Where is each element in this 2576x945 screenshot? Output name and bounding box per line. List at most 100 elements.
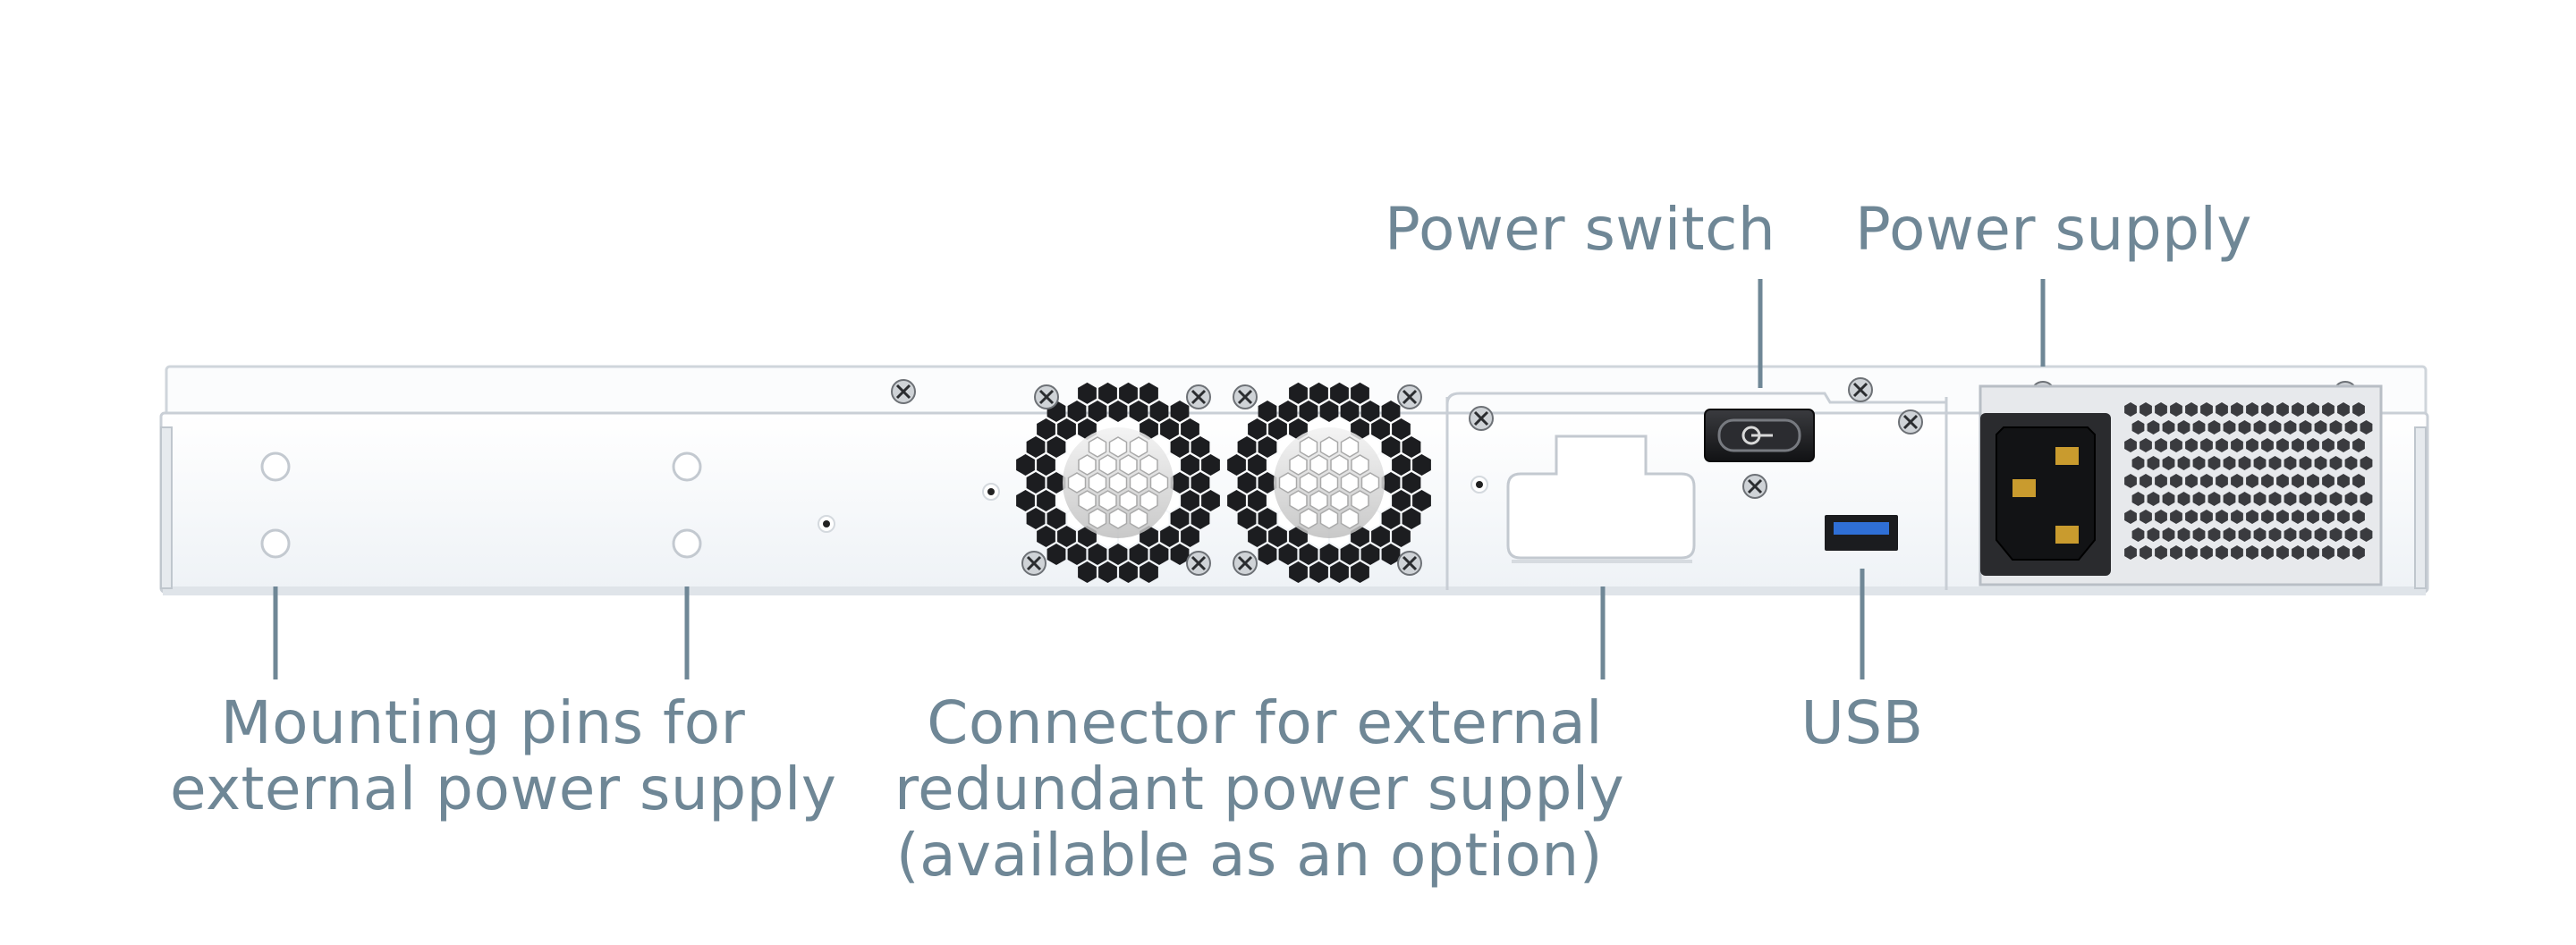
power-inlet-pin: [2055, 447, 2079, 465]
psu-vent-hole: [2307, 474, 2319, 488]
psu-vent-hole: [2268, 527, 2282, 542]
fan-vent-hole: [1026, 436, 1046, 458]
fan-vent-hole: [1340, 401, 1360, 422]
redundant-power-connector: [1506, 435, 1696, 563]
psu-vent-hole: [2162, 527, 2175, 542]
label-redundant-connector: Connector for external redundant power s…: [894, 688, 1624, 890]
psu-vent-hole: [2238, 420, 2251, 435]
screw-slot: [1473, 410, 1489, 426]
psu-vent-hole: [2147, 527, 2160, 542]
psu-vent-hole: [2170, 510, 2182, 524]
psu-vent-hole: [2170, 438, 2182, 452]
fan-vent-hole: [1258, 401, 1277, 422]
fan-vent-hole: [1227, 490, 1246, 511]
fan-vent-hole: [1016, 490, 1035, 511]
psu-vent-hole: [2131, 456, 2145, 470]
psu-vent-hole: [2216, 402, 2228, 417]
cooling-fan-left: [1016, 382, 1220, 583]
psu-vent-hole: [2352, 474, 2365, 488]
psu-vent-hole: [2223, 492, 2236, 506]
fan-vent-hole: [1392, 526, 1411, 547]
power-inlet-pin: [2012, 479, 2036, 497]
psu-vent-hole: [2344, 456, 2358, 470]
power-inlet-socket[interactable]: [1980, 413, 2111, 576]
psu-vent-hole: [2200, 545, 2213, 560]
fan-vent-hole: [1258, 544, 1277, 565]
psu-vent-grille: [2124, 402, 2373, 560]
psu-vent-hole: [2337, 510, 2350, 524]
psu-vent-hole: [2292, 402, 2304, 417]
psu-vent-hole: [2337, 545, 2350, 560]
fan-vent-hole: [1248, 526, 1267, 547]
psu-vent-hole: [2124, 474, 2137, 488]
label-redundant-connector-line-3: (available as an option): [895, 821, 1603, 890]
screw-slot: [1038, 389, 1055, 405]
psu-vent-hole: [2292, 510, 2304, 524]
fan-vent-hole: [1119, 382, 1138, 404]
label-power-supply-text: Power supply: [1855, 195, 2252, 264]
psu-vent-hole: [2147, 492, 2160, 506]
fan-vent-hole: [1412, 490, 1431, 511]
psu-vent-hole: [2170, 402, 2182, 417]
fan-vent-hole: [1057, 526, 1076, 547]
fan-vent-hole: [1237, 436, 1257, 458]
power-inlet-pin: [2055, 526, 2079, 544]
psu-vent-hole: [2238, 456, 2251, 470]
usb-port[interactable]: [1825, 515, 1898, 551]
psu-vent-hole: [2185, 545, 2198, 560]
label-redundant-connector-line-1: Connector for external: [927, 688, 1603, 757]
fan-vent-hole: [1129, 401, 1148, 422]
psu-vent-hole: [2246, 402, 2258, 417]
psu-vent-hole: [2185, 402, 2198, 417]
power-switch[interactable]: [1704, 409, 1815, 462]
psu-vent-hole: [2192, 527, 2206, 542]
psu-vent-hole: [2307, 510, 2319, 524]
fan-vent-hole: [1046, 508, 1066, 529]
psu-vent-hole: [2253, 527, 2267, 542]
fan-vent-hole: [1319, 544, 1339, 565]
fan-vent-hole: [1191, 472, 1210, 494]
psu-vent-hole: [2299, 456, 2312, 470]
fan-hub-cell: [1149, 472, 1169, 494]
psu-vent-hole: [2223, 420, 2236, 435]
label-usb: USB: [1728, 690, 1996, 756]
small-holes: [818, 476, 1488, 533]
hole: [823, 520, 830, 527]
psu-vent-hole: [2322, 474, 2334, 488]
psu-vent-hole: [2192, 456, 2206, 470]
fan-hub-cell: [1330, 490, 1349, 511]
psu-vent-hole: [2314, 527, 2327, 542]
fan-hub-cell: [1330, 454, 1349, 476]
fan-hub-cell: [1088, 472, 1107, 494]
fan-vent-hole: [1201, 454, 1220, 476]
psu-vent-hole: [2177, 492, 2190, 506]
psu-vent-hole: [2261, 438, 2274, 452]
fan-vent-hole: [1278, 544, 1298, 565]
psu-vent-hole: [2207, 456, 2221, 470]
fan-vent-hole: [1170, 436, 1190, 458]
psu-vent-hole: [2268, 492, 2282, 506]
psu-vent-hole: [2200, 438, 2213, 452]
psu-vent-hole: [2337, 402, 2350, 417]
psu-vent-hole: [2329, 527, 2343, 542]
mounting-pin: [260, 451, 291, 482]
fan-vent-hole: [1330, 561, 1349, 583]
psu-vent-hole: [2322, 545, 2334, 560]
fan-vent-hole: [1237, 508, 1257, 529]
psu-vent-hole: [2147, 420, 2160, 435]
psu-vent-hole: [2292, 474, 2304, 488]
left-ear: [160, 426, 173, 589]
psu-vent-hole: [2344, 420, 2358, 435]
fan-vent-hole: [1160, 526, 1179, 547]
psu-vent-hole: [2140, 474, 2152, 488]
psu-vent-hole: [2360, 456, 2373, 470]
psu-vent-hole: [2231, 438, 2243, 452]
fan-hub-cell: [1067, 472, 1087, 494]
fan-vent-hole: [1299, 401, 1318, 422]
psu-vent-hole: [2276, 438, 2289, 452]
fan-vent-hole: [1201, 490, 1220, 511]
right-ear: [2414, 426, 2427, 589]
cooling-fan-right: [1227, 382, 1431, 583]
fan-hub-cell: [1299, 508, 1318, 529]
fan-vent-hole: [1248, 418, 1267, 440]
